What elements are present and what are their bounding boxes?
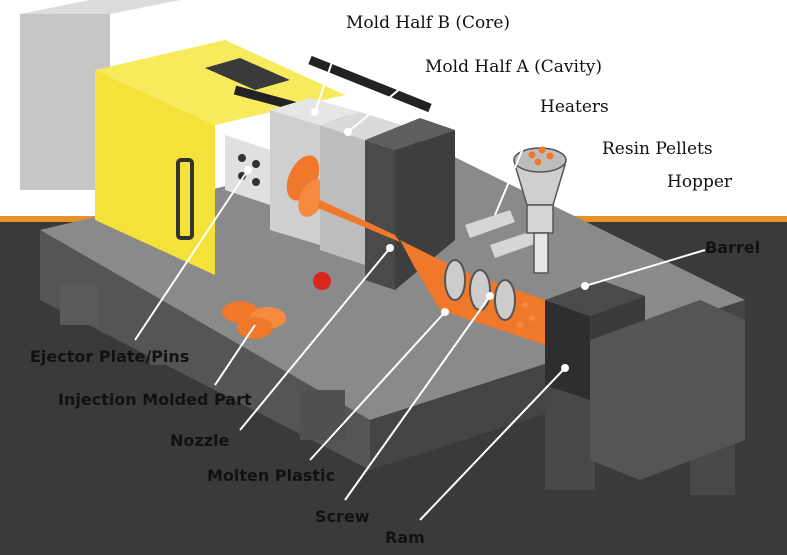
screw-flight (469, 269, 491, 311)
screw-flight (444, 259, 466, 301)
label-ejector: Ejector Plate/Pins (30, 347, 189, 366)
leader-lines (134, 23, 706, 521)
label-barrel: Barrel (705, 238, 760, 257)
resin-pellet (538, 146, 546, 154)
heater-bar (490, 230, 540, 258)
pellet-dot (529, 315, 535, 321)
label-hopper: Hopper (667, 172, 733, 192)
mold-half-a-front (320, 125, 365, 265)
back-housing-side (20, 0, 180, 14)
ram-block-front (545, 300, 590, 400)
label-nozzle: Nozzle (170, 431, 229, 450)
stationary-platen-front (365, 140, 395, 290)
machine-base-front (40, 230, 370, 470)
label-heaters: Heaters (540, 97, 609, 117)
resin-pellet (546, 152, 554, 160)
tie-bar (308, 55, 432, 113)
hopper-stem (533, 232, 549, 274)
molded-part-loose (237, 317, 273, 339)
ram-block-top (545, 280, 645, 316)
leg (60, 285, 98, 325)
label-ram: Ram (385, 528, 425, 547)
pellet-dot (522, 302, 528, 308)
leg (545, 390, 595, 490)
clamp-front (95, 70, 215, 275)
label-resin-pellets: Resin Pellets (602, 139, 713, 159)
pellet-dot (517, 322, 523, 328)
leg (300, 390, 345, 440)
label-molded-part: Injection Molded Part (58, 390, 252, 409)
screw-flight (494, 279, 516, 321)
heater-bar (465, 210, 515, 238)
indicator-light (313, 272, 331, 290)
label-screw: Screw (315, 507, 370, 526)
resin-pellet (534, 158, 542, 166)
label-mold-half-b: Mold Half B (Core) (346, 13, 510, 33)
label-molten-plastic: Molten Plastic (207, 466, 335, 485)
clamp-handle (176, 158, 194, 240)
molded-part-loose (222, 301, 258, 323)
hopper-neck (526, 204, 554, 234)
label-mold-half-a: Mold Half A (Cavity) (425, 57, 602, 77)
nozzle-line (318, 200, 400, 242)
ejector-pin (252, 178, 260, 186)
ejector-pin (238, 154, 246, 162)
leg (150, 320, 190, 365)
ejector-pin (252, 160, 260, 168)
stationary-platen-top (365, 118, 455, 150)
ejector-pin (238, 172, 246, 180)
resin-pellet (528, 151, 536, 159)
end-housing-front (590, 300, 745, 480)
clamp-window (205, 58, 290, 90)
back-housing (20, 14, 110, 190)
